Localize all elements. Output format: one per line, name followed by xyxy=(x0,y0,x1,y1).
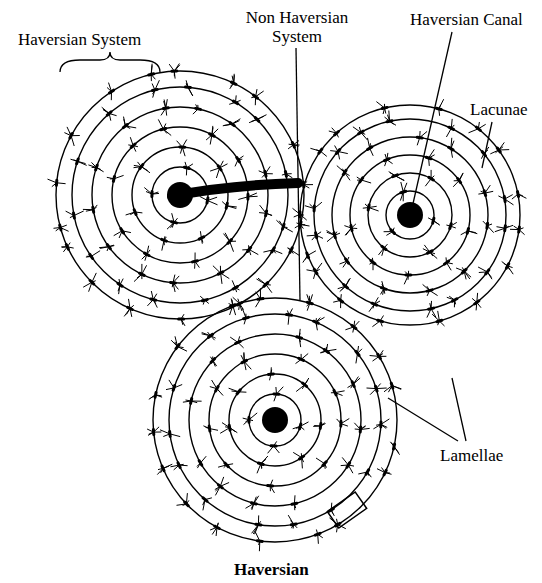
part-label: Lacunae xyxy=(470,100,528,119)
figure-caption: Haversian xyxy=(234,560,309,579)
leader-line xyxy=(388,398,458,441)
part-label: Haversian Canal xyxy=(410,10,523,29)
part-label: Haversian System xyxy=(18,30,141,49)
canaliculi xyxy=(147,288,401,551)
lamella-ring xyxy=(300,105,520,325)
osteon-drawing xyxy=(48,64,527,552)
leader-line xyxy=(296,48,300,300)
volkmann-canal xyxy=(172,183,298,196)
canaliculi xyxy=(293,99,527,327)
lamella-ring xyxy=(350,155,470,275)
lamella-ring xyxy=(368,173,452,257)
bracket xyxy=(60,52,160,72)
lacuna xyxy=(153,299,394,542)
lamella-ring xyxy=(229,374,321,466)
part-label: Lamellae xyxy=(440,446,503,465)
lamella-ring xyxy=(314,119,506,311)
lacuna xyxy=(300,107,519,321)
leader-line xyxy=(482,122,492,168)
haversian-canal xyxy=(262,407,288,433)
canaliculi xyxy=(48,64,314,326)
detail-box xyxy=(327,492,366,528)
lamella-ring xyxy=(56,71,304,319)
lamella-ring xyxy=(249,394,301,446)
leader-line xyxy=(412,32,452,208)
leader-line xyxy=(452,378,466,441)
lacuna xyxy=(56,71,303,319)
part-label: Non Haversian System xyxy=(238,8,356,46)
haversian-canal xyxy=(397,202,423,228)
lamella-ring xyxy=(153,298,397,542)
lamella-ring xyxy=(169,314,381,526)
